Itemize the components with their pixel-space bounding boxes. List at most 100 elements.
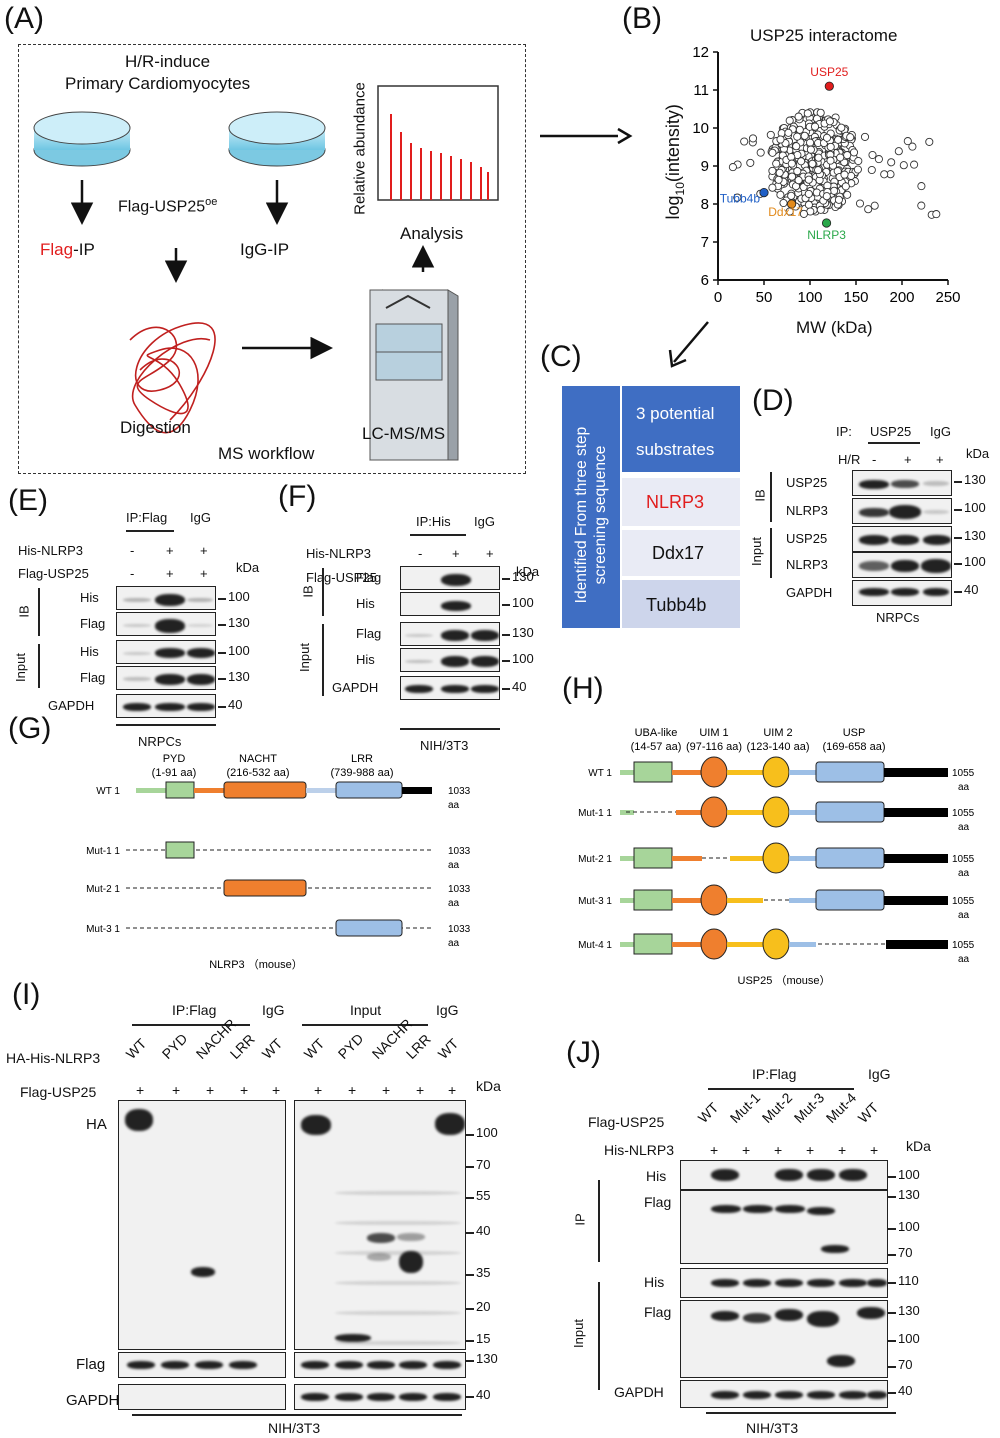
h-tail (886, 940, 948, 949)
panel-label-d: (D) (752, 384, 794, 417)
d-row-label: NLRP3 (786, 503, 828, 518)
e-row-label: Flag (80, 616, 106, 631)
g-domain-range: (739-988 aa) (331, 767, 394, 779)
d-mw: 130 (964, 472, 986, 487)
h-linker (672, 942, 701, 947)
f-mw: 100 (512, 595, 534, 610)
h-uba-box (633, 889, 673, 911)
protein-point (787, 191, 796, 200)
band (335, 1361, 363, 1369)
band (405, 660, 433, 663)
band (367, 1361, 395, 1369)
y-tick-label: 10 (692, 120, 709, 137)
j-row-his-nlrp3: His-NLRP3 (604, 1142, 675, 1158)
e-kda: kDa (236, 560, 260, 575)
protein-point (853, 165, 862, 174)
j-mw-ip-flag-tick (888, 1228, 896, 1230)
e-mw-tick (218, 652, 226, 654)
i-mw-tick (466, 1308, 474, 1310)
band (889, 505, 921, 519)
h-aa: aa (958, 782, 970, 793)
screening-side-box (562, 386, 620, 628)
h-linker (730, 856, 763, 861)
e-mw-tick (218, 598, 226, 600)
d-blot-4 (852, 580, 952, 606)
f-row-label: Flag (356, 626, 382, 641)
j-lane-4: Mut-4 (822, 1089, 860, 1126)
j-mw-in-his-tick (888, 1282, 896, 1284)
nlrp3-domain-diagram: PYD(1-91 aa)NACHT(216-532 aa)LRR(739-988… (86, 753, 471, 971)
e-input-bracket (38, 644, 40, 688)
j-plus: + (870, 1142, 879, 1158)
f-ib-bracket (322, 568, 324, 616)
y-tick-label: 9 (701, 158, 709, 175)
protein-point (810, 122, 820, 131)
protein-point (854, 156, 863, 166)
i-row-ha-his-nlrp3: HA-His-NLRP3 (6, 1050, 101, 1066)
petri-dish-right-icon (228, 111, 326, 167)
d-input-bracket (770, 528, 772, 578)
j-plus: + (710, 1142, 719, 1158)
h-tail (884, 768, 948, 777)
band (191, 1267, 215, 1277)
protein-point (887, 158, 896, 167)
point-nlrp3 (821, 218, 832, 228)
protein-point (784, 128, 793, 137)
f-kda: kDa (516, 564, 540, 579)
f-sign-r1: + (486, 546, 494, 561)
g-end: 1033 (448, 786, 471, 797)
band (743, 1313, 771, 1323)
i-plus: + (240, 1082, 249, 1098)
i-mw-tick (466, 1274, 474, 1276)
d-row-label: USP25 (786, 531, 828, 546)
protein-point (816, 108, 825, 117)
h-tail (884, 808, 948, 817)
d-hr-1: - (872, 452, 877, 467)
f-cells-line (400, 728, 500, 730)
band (867, 1391, 887, 1399)
h-uba-box (633, 847, 673, 869)
i-mw: 55 (476, 1188, 491, 1203)
j-igg: IgG (868, 1066, 891, 1082)
g-caption: NLRP3 （mouse） (209, 958, 303, 971)
g-end: 1033 (448, 846, 471, 857)
h-domain-range: (169-658 aa) (823, 741, 886, 753)
band (775, 1309, 803, 1321)
g-end: 1033 (448, 924, 471, 935)
protein-point (822, 192, 831, 201)
f-blot-3 (400, 648, 500, 672)
d-mw: 100 (964, 554, 986, 569)
g-domain-name: PYD (163, 753, 186, 765)
d-hr-2: + (904, 452, 912, 467)
protein-point (816, 205, 825, 214)
f-mw-tick (502, 634, 510, 636)
e-mw: 100 (228, 589, 250, 604)
h-linker (727, 898, 763, 903)
band (405, 685, 433, 693)
protein-point (822, 133, 832, 142)
band (441, 656, 469, 667)
h-usp-box (815, 889, 885, 911)
h-linker (789, 856, 816, 861)
d-mw-tick (954, 563, 962, 565)
x-tick-label: 50 (756, 289, 773, 306)
band (229, 1361, 257, 1369)
y-tick-label: 11 (693, 82, 709, 99)
band (711, 1169, 739, 1181)
j-in-his-blot (680, 1268, 888, 1298)
h-row-label: Mut-3 1 (578, 896, 612, 907)
g-end: 1033 (448, 884, 471, 895)
f-mw: 130 (512, 569, 534, 584)
protein-point (830, 186, 839, 195)
f-row-flag-usp25: Flag-USP25 (306, 570, 377, 585)
e-row-flag-usp25: Flag-USP25 (18, 566, 89, 581)
band (301, 1393, 329, 1401)
e-mw-tick (218, 706, 226, 708)
j-mw-ip-flag-tick (888, 1254, 896, 1256)
e-row-his-nlrp3: His-NLRP3 (18, 543, 84, 558)
substrate-cell-1 (622, 478, 740, 526)
h-linker (727, 770, 763, 775)
f-blot-0 (400, 566, 500, 590)
band (441, 601, 471, 611)
protein-point (814, 153, 823, 162)
